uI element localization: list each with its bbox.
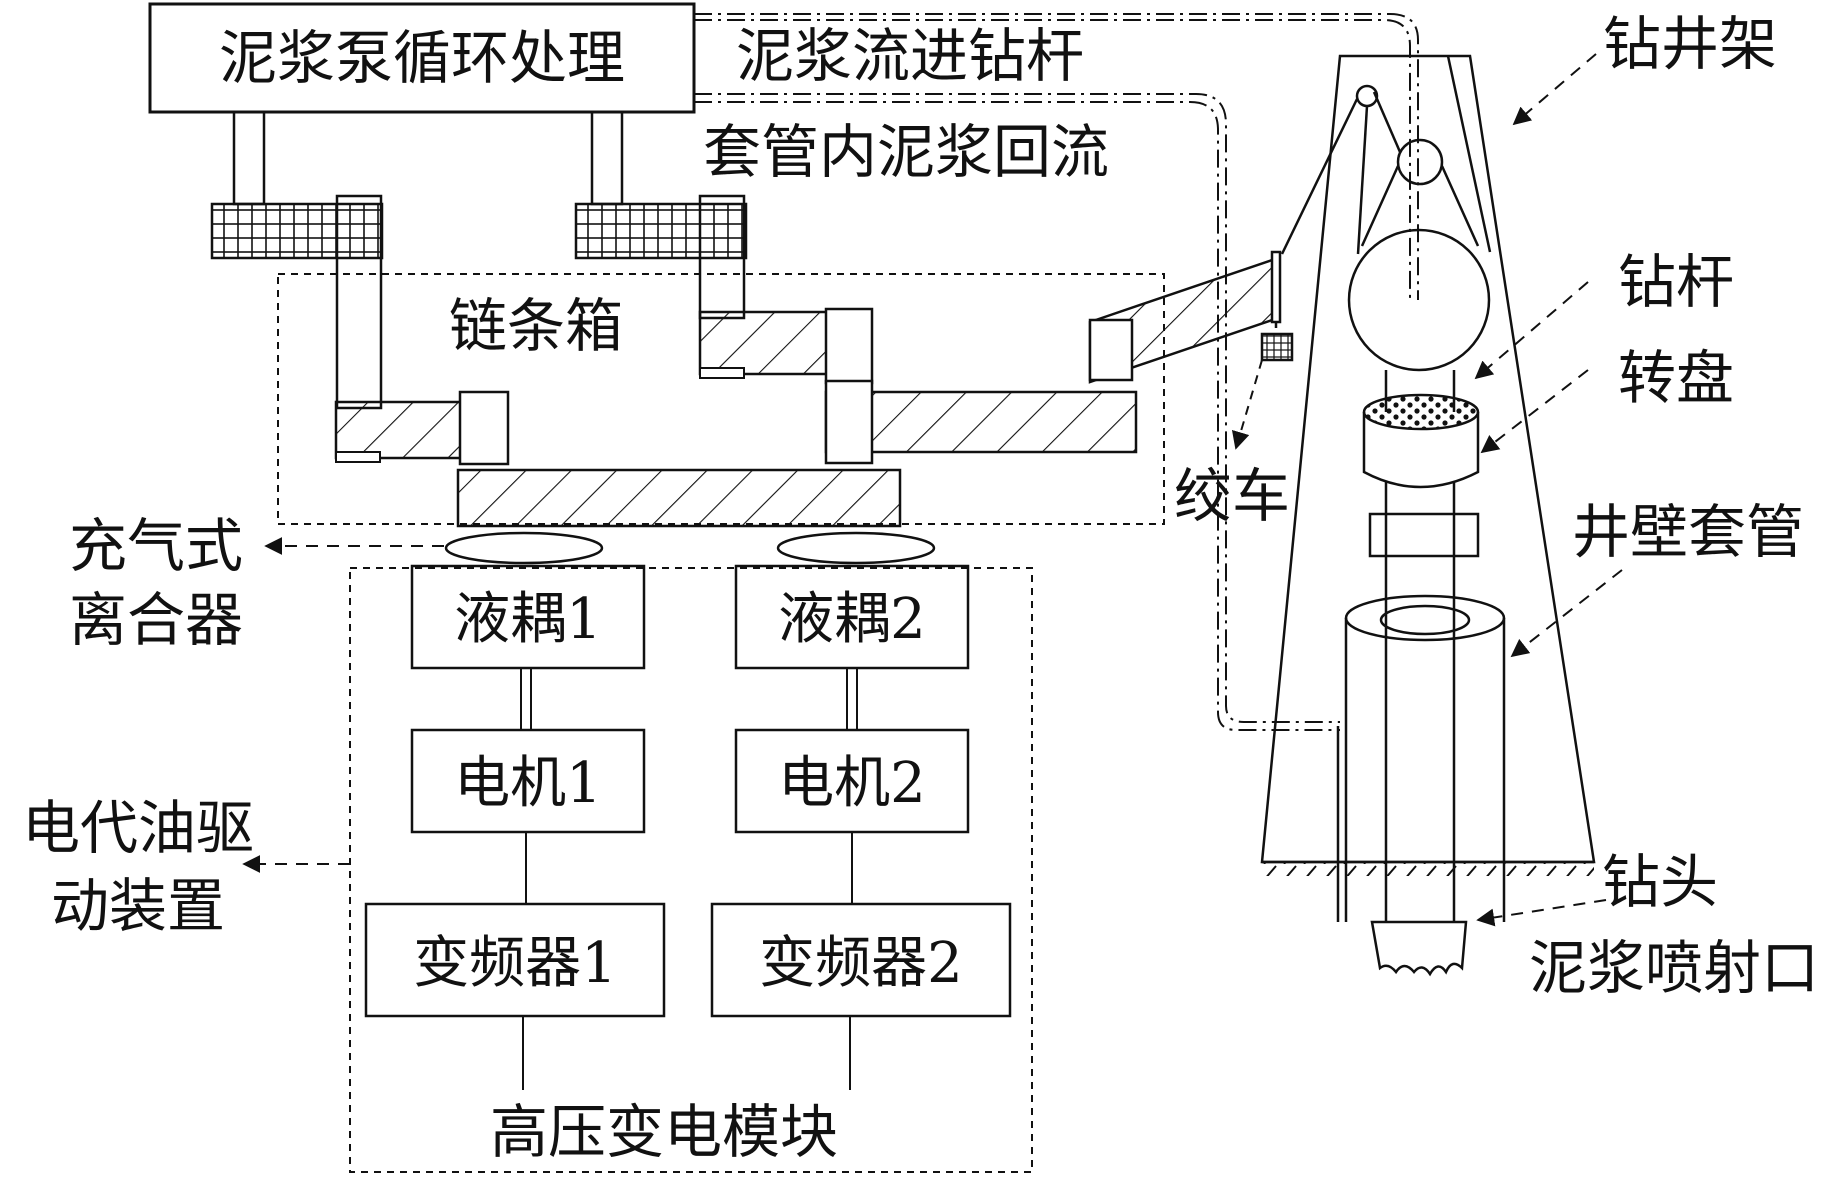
derrick-callout: 钻井架: [1512, 10, 1777, 126]
flanges: [335, 367, 745, 463]
svg-text:液耦2: 液耦2: [778, 587, 926, 652]
electric-drive-label-line2: 动装置: [51, 872, 225, 940]
turntable: [1362, 393, 1480, 489]
svg-text:变频器1: 变频器1: [413, 931, 617, 996]
motor-2: 电机2: [734, 728, 970, 834]
fluid-coupling-2: 液耦2: [734, 564, 970, 670]
clutches: [444, 531, 936, 565]
ground: [1262, 860, 1594, 876]
svg-text:电机1: 电机1: [454, 751, 602, 816]
clutch-label-line2: 离合器: [69, 586, 243, 654]
turntable-label: 转盘: [1618, 344, 1734, 412]
electric-drive-label-line1: 电代油驱: [22, 794, 254, 862]
motor-1: 电机1: [410, 728, 646, 834]
grid-couplings: [210, 202, 748, 260]
pump-legs: [232, 110, 624, 206]
turntable-callout: 转盘: [1480, 344, 1734, 454]
svg-text:液耦1: 液耦1: [454, 587, 602, 652]
casing-label: 井壁套管: [1572, 498, 1804, 566]
derrick: [1260, 54, 1596, 922]
winch-callout: 绞车: [1174, 359, 1290, 530]
vfd-hv-links: [522, 1016, 851, 1090]
drill-bit: [1370, 920, 1468, 977]
mud-into-pipe-label: 泥浆流进钻杆: [736, 22, 1084, 90]
clutch-callout: 充气式 离合器: [69, 512, 444, 654]
drill-pipe-callout: 钻杆: [1474, 248, 1734, 380]
clutch-label-line1: 充气式: [69, 512, 243, 580]
electric-drive-callout: 电代油驱 动装置: [22, 794, 350, 940]
hatched-housings: [334, 307, 1138, 528]
casing-callout: 井壁套管: [1510, 498, 1804, 658]
chain-box-label: 链条箱: [449, 292, 623, 360]
mud-nozzle-label: 泥浆喷射口: [1529, 934, 1819, 1002]
mud-pump-label: 泥浆泵循环处理: [219, 24, 625, 92]
drill-bit-label: 钻头: [1602, 848, 1718, 916]
fluid-coupling-1: 液耦1: [410, 564, 646, 670]
winch-label: 绞车: [1174, 462, 1290, 530]
drill-bit-callout: 钻头 泥浆喷射口: [1476, 848, 1819, 1002]
mud-flow-lines: [694, 13, 1419, 731]
motor-vfd-links: [525, 832, 853, 904]
electric-drive-box: [349, 567, 1033, 1173]
vfd-2: 变频器2: [710, 902, 1012, 1018]
coupling-motor-shafts: [520, 668, 858, 730]
casing-return-label: 套管内泥浆回流: [703, 118, 1109, 186]
drill-pipe-label: 钻杆: [1618, 248, 1734, 316]
winch-drive: [1088, 250, 1294, 384]
mud-pump-box: 泥浆泵循环处理: [148, 2, 696, 114]
derrick-label: 钻井架: [1603, 10, 1777, 78]
svg-text:电机2: 电机2: [778, 751, 926, 816]
vfd-1: 变频器1: [364, 902, 666, 1018]
svg-text:变频器2: 变频器2: [759, 931, 963, 996]
hv-module-label: 高压变电模块: [490, 1098, 838, 1166]
